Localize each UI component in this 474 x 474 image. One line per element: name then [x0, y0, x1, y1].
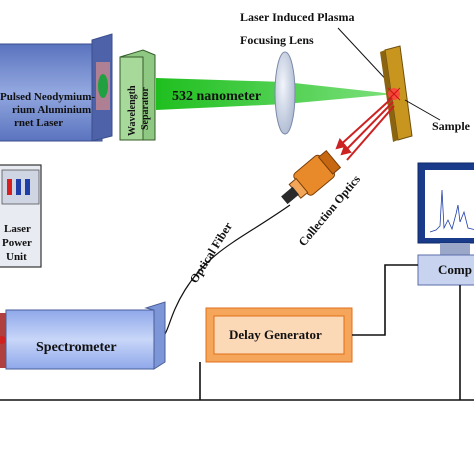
laser-power-unit: Laser Power Unit [0, 164, 42, 268]
beam-label: 532 nanometer [172, 89, 261, 104]
laser-label-line2: rium Aluminium [12, 104, 91, 116]
laser-head: Pulsed Neodymium- rium Aluminium rnet La… [0, 33, 113, 142]
wavelength-separator: Wavelength Separator [119, 49, 156, 141]
connection-wires [0, 264, 474, 401]
power-unit-label-line1: Laser [4, 223, 31, 235]
separator-label-line1: Wavelength [127, 85, 138, 136]
laser-label-line1: Pulsed Neodymium- [0, 91, 95, 103]
collection-optics [281, 150, 342, 205]
spectrometer-label: Spectrometer [36, 340, 117, 355]
plasma-label: Laser Induced Plasma [240, 10, 354, 24]
laser-label-line3: rnet Laser [14, 117, 63, 129]
delay-generator-label: Delay Generator [229, 327, 322, 342]
focusing-lens-label: Focusing Lens [240, 33, 314, 47]
spectrum-plot [429, 189, 474, 233]
sample-label: Sample [432, 119, 471, 133]
spectrometer: Spectrometer [0, 301, 166, 370]
sample-plate [380, 45, 413, 142]
separator-label-line2: Separator [140, 87, 151, 130]
power-unit-label-line2: Power [2, 237, 32, 249]
sample-pointer [404, 99, 441, 121]
power-unit-label-line3: Unit [6, 251, 27, 263]
computer: Comp [417, 162, 474, 286]
computer-label: Comp [438, 262, 472, 277]
optical-fiber-label: Optical Fiber [187, 219, 236, 285]
focusing-lens: Focusing Lens [240, 33, 314, 135]
delay-generator: Delay Generator [205, 307, 353, 363]
reflected-rays [335, 97, 395, 161]
plasma-pointer [337, 27, 393, 87]
